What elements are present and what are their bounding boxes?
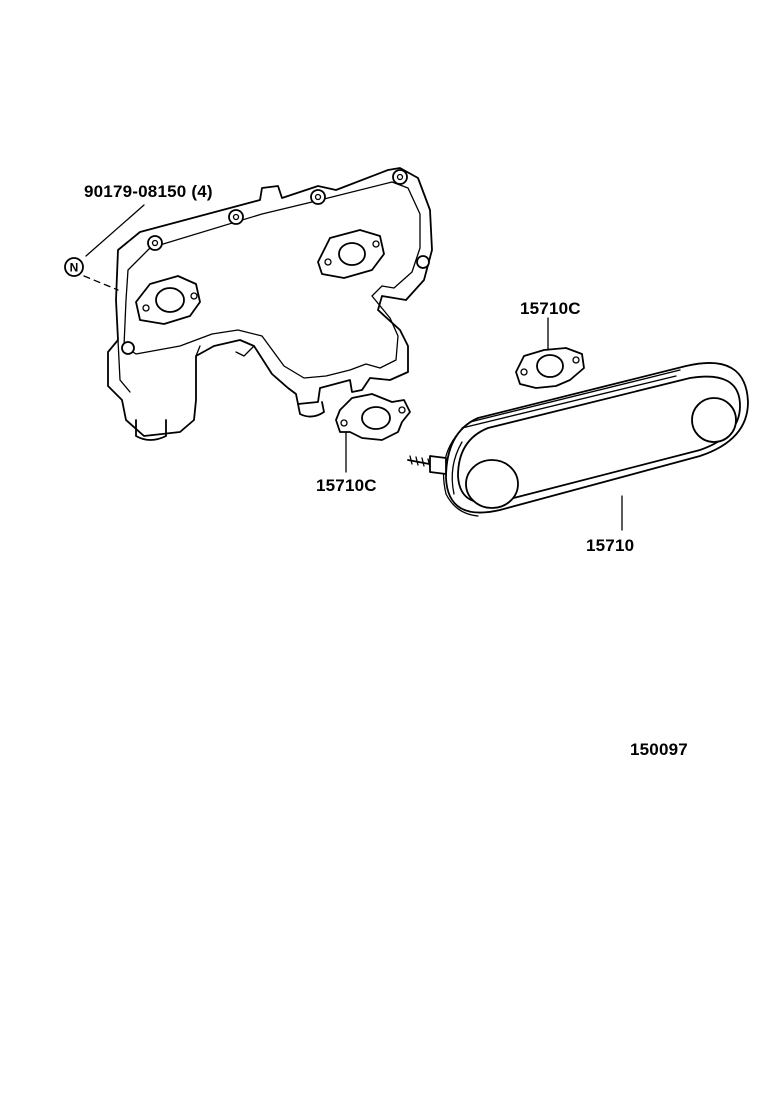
- drawing-number: 150097: [630, 740, 688, 759]
- bolt-part-number-label: 90179-08150 (4): [84, 182, 213, 201]
- new-part-symbol: [64, 257, 84, 277]
- new-part-mark: N: [70, 261, 79, 275]
- upper-gasket: 15710C: [515, 299, 585, 389]
- lower-gasket-label: 15710C: [316, 476, 377, 495]
- cooler-element-label: 15710: [586, 536, 634, 555]
- bolt-callout: N 90179-08150 (4): [64, 182, 213, 291]
- oil-cooler-element: 15710: [407, 362, 749, 555]
- lower-gasket: 15710C: [316, 393, 411, 495]
- oil-cooler-cover: [107, 167, 433, 441]
- upper-gasket-label: 15710C: [520, 299, 581, 318]
